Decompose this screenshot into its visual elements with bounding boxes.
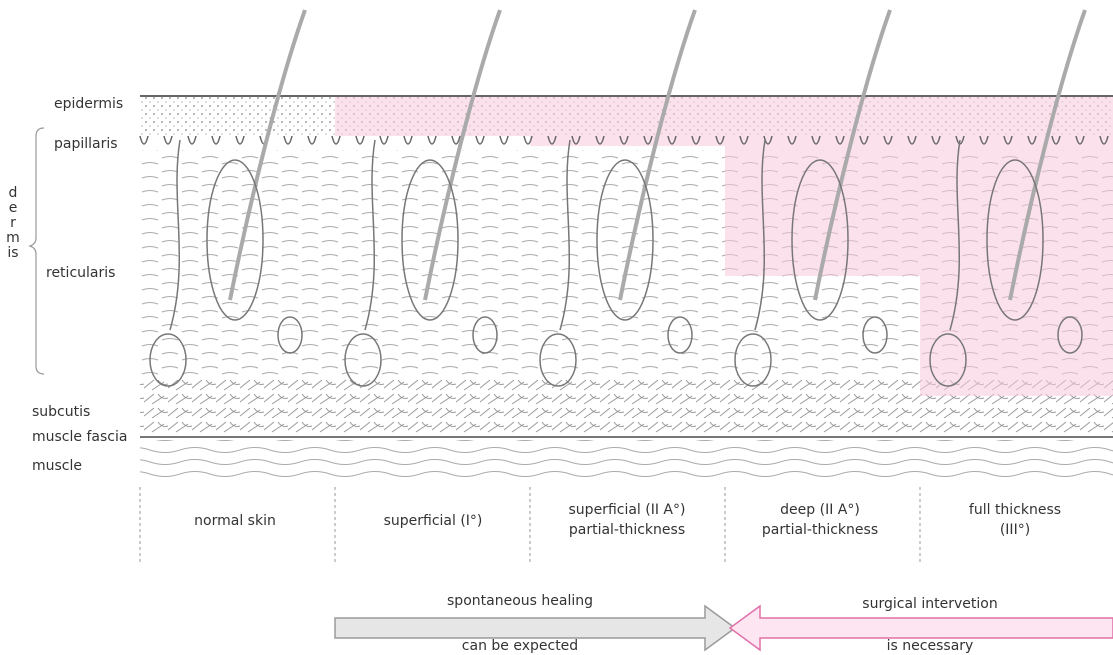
label-reticularis: reticularis bbox=[46, 265, 115, 282]
column-label-line2: (III°) bbox=[920, 520, 1110, 540]
column-label-line1: deep (II A°) bbox=[725, 500, 915, 520]
column-label-deep-partial: deep (II A°) partial-thickness bbox=[725, 500, 915, 540]
column-label-superficial-partial: superficial (II A°) partial-thickness bbox=[532, 500, 722, 540]
dermis-bracket bbox=[30, 128, 44, 374]
arrow-left-top-text: spontaneous healing bbox=[420, 593, 620, 609]
column-label-superficial: superficial (I°) bbox=[338, 511, 528, 531]
column-label-line1: superficial (II A°) bbox=[532, 500, 722, 520]
column-label-line1: normal skin bbox=[140, 511, 330, 531]
arrow-left-bottom-text: can be expected bbox=[420, 638, 620, 654]
arrow-right-top-text: surgical intervetion bbox=[830, 596, 1030, 612]
label-subcutis: subcutis bbox=[32, 404, 90, 421]
column-label-full-thickness: full thickness (III°) bbox=[920, 500, 1110, 540]
column-label-line1: full thickness bbox=[920, 500, 1110, 520]
label-epidermis: epidermis bbox=[54, 96, 123, 113]
burn-full-thickness bbox=[920, 96, 1113, 396]
arrow-right-bottom-text: is necessary bbox=[830, 638, 1030, 654]
column-label-normal-skin: normal skin bbox=[140, 511, 330, 531]
label-muscle: muscle bbox=[32, 458, 82, 475]
label-muscle-fascia: muscle fascia bbox=[32, 429, 127, 446]
column-label-line1: superficial (I°) bbox=[338, 511, 528, 531]
burn-superficial bbox=[335, 96, 530, 136]
burn-deep-partial bbox=[725, 96, 920, 276]
muscle-band bbox=[140, 440, 1113, 480]
column-label-line2: partial-thickness bbox=[725, 520, 915, 540]
label-dermis: dermis bbox=[6, 186, 20, 261]
column-label-line2: partial-thickness bbox=[532, 520, 722, 540]
label-papillaris: papillaris bbox=[54, 136, 118, 153]
